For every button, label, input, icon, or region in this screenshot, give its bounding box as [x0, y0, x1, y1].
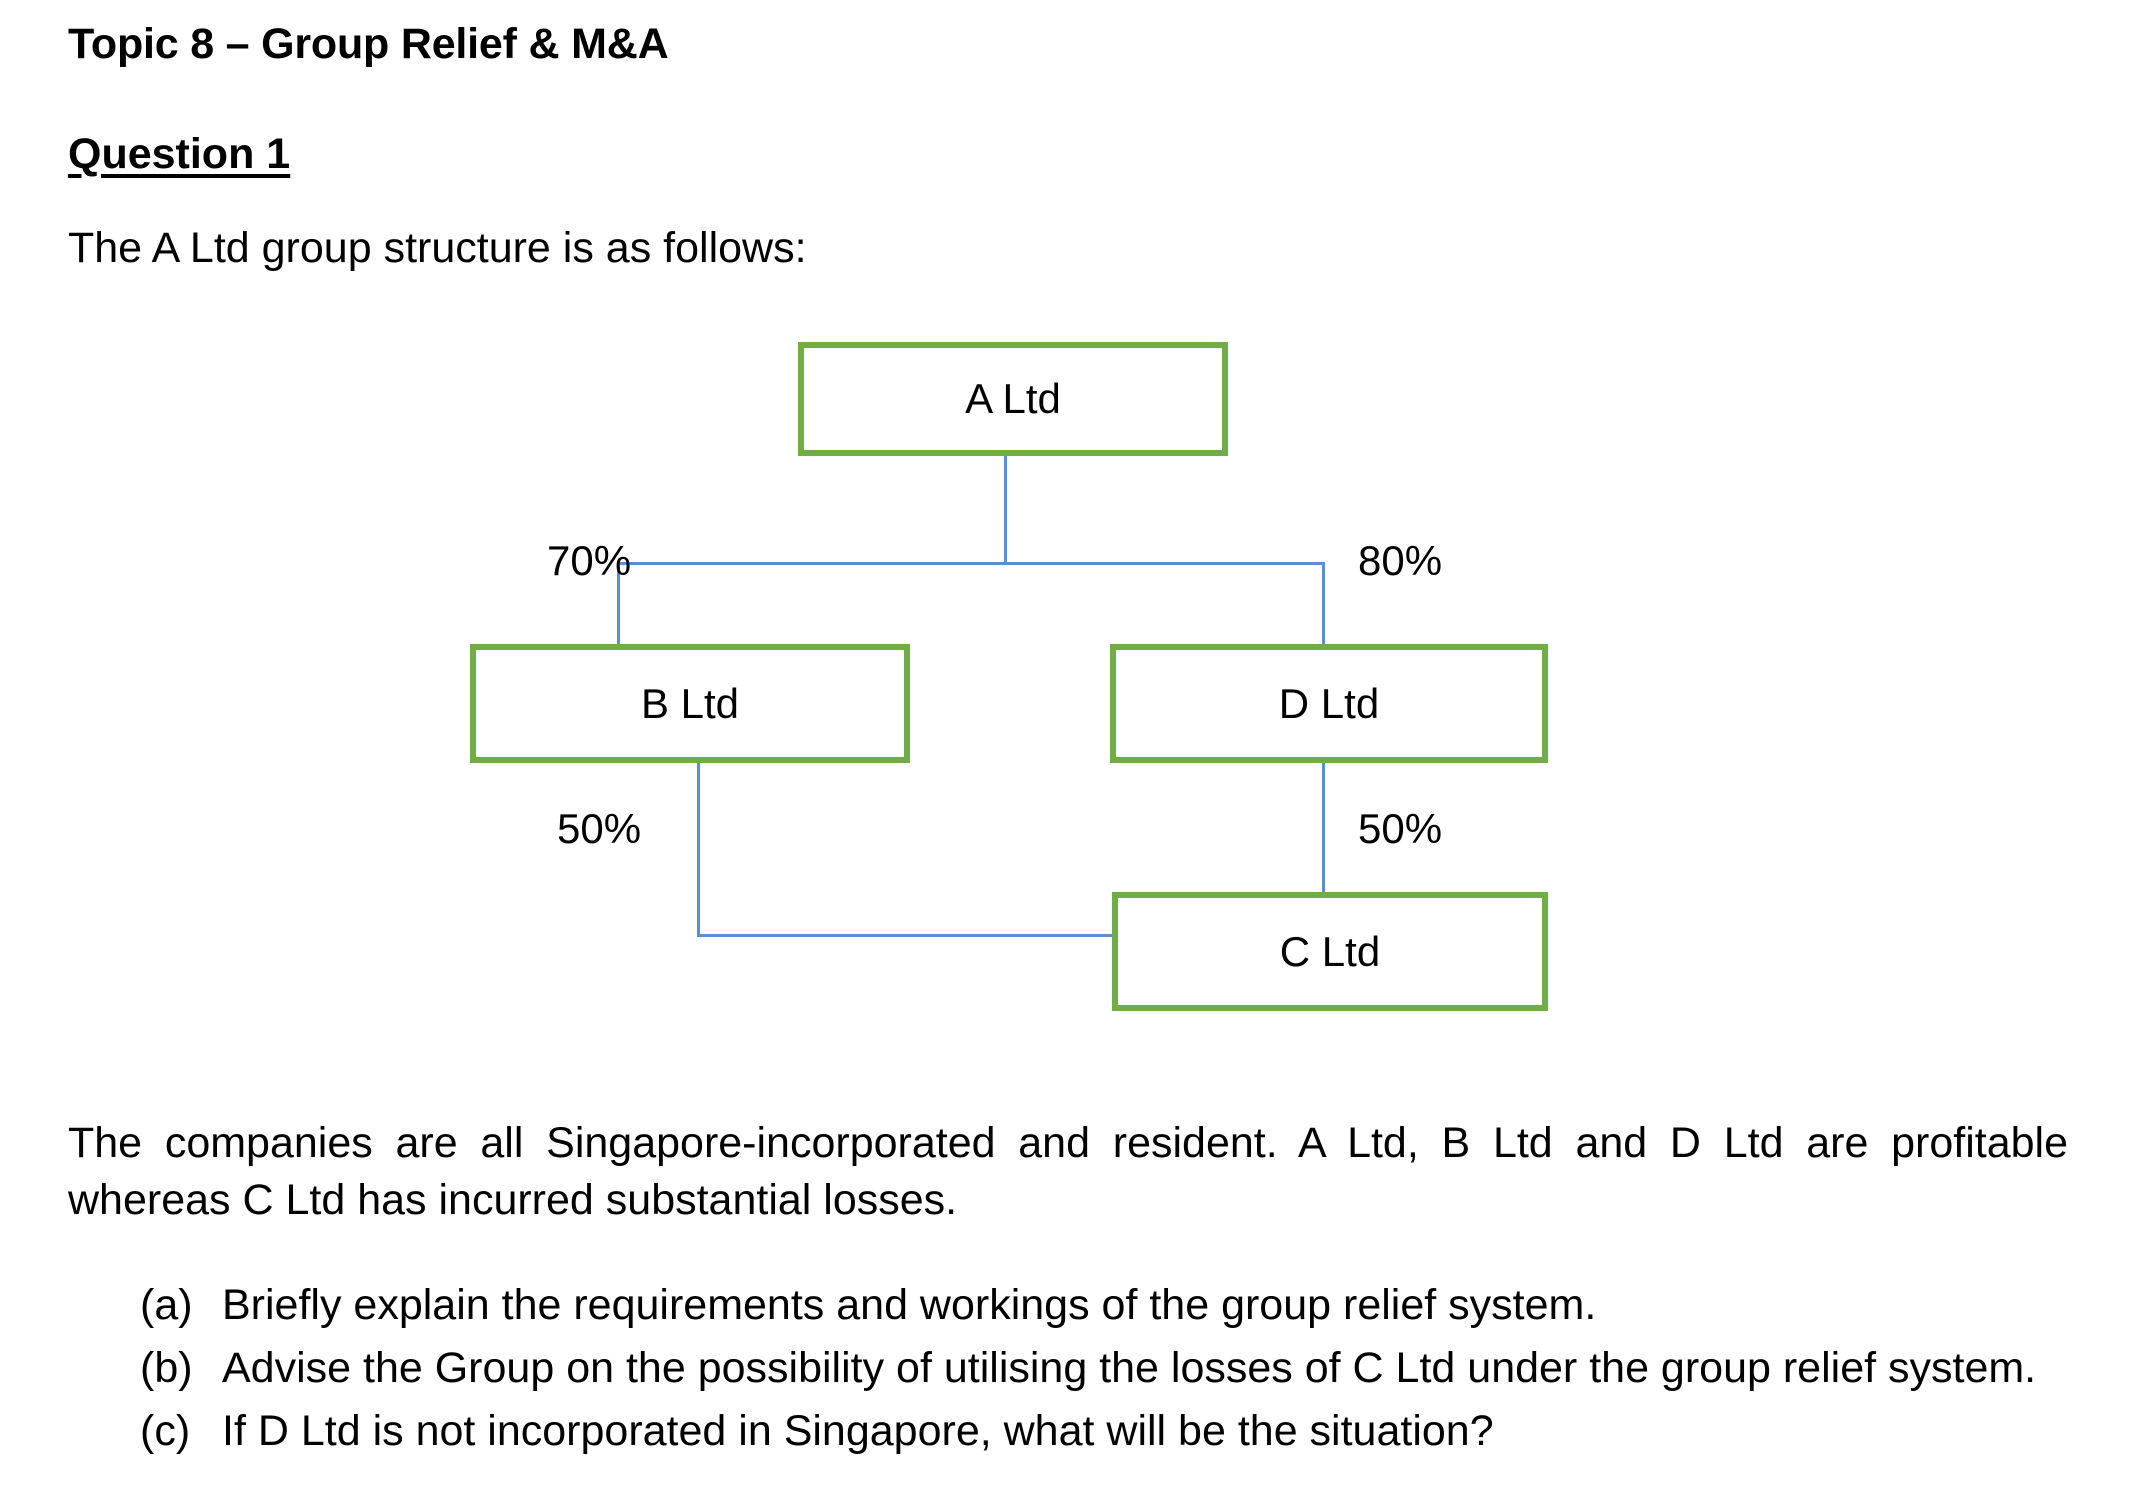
diagram-node-b-ltd: B Ltd [470, 644, 910, 763]
list-item-marker: (c) [140, 1407, 191, 1456]
edge-label-a-to-d: 80% [1358, 537, 1443, 584]
intro-sentence: The A Ltd group structure is as follows: [68, 224, 807, 272]
connector-b-to-c-vertical [697, 763, 700, 937]
group-structure-diagram: 70% 80% 50% 50% A Ltd B Ltd D Ltd C Ltd [0, 300, 2136, 1060]
diagram-node-b-ltd-label: B Ltd [640, 679, 740, 727]
list-item: (c) If D Ltd is not incorporated in Sing… [140, 1409, 2100, 1454]
list-item-text: Advise the Group on the possibility of u… [222, 1344, 2037, 1393]
list-item: (b) Advise the Group on the possibility … [140, 1344, 2100, 1393]
connector-b-to-c-horizontal [697, 934, 1115, 937]
connector-a-bus [617, 562, 1325, 565]
diagram-node-d-ltd: D Ltd [1110, 644, 1548, 763]
page-title: Topic 8 – Group Relief & M&A [68, 20, 669, 68]
diagram-node-d-ltd-label: D Ltd [1278, 679, 1380, 727]
diagram-node-c-ltd: C Ltd [1112, 892, 1548, 1011]
list-item-text: Briefly explain the requirements and wor… [222, 1281, 1597, 1329]
list-item: (a) Briefly explain the requirements and… [140, 1281, 2100, 1329]
edge-label-b-to-c: 50% [557, 805, 642, 852]
question-heading: Question 1 [68, 130, 291, 178]
connector-a-stem [1004, 456, 1007, 563]
connector-d-to-c [1322, 763, 1325, 895]
question-parts-list: (a) Briefly explain the requirements and… [140, 1281, 2100, 1472]
diagram-node-a-ltd-label: A Ltd [965, 375, 1061, 422]
list-item-marker: (a) [140, 1281, 193, 1329]
list-item-marker: (b) [140, 1344, 193, 1393]
edge-label-d-to-c: 50% [1358, 805, 1443, 852]
connector-a-to-d [1322, 562, 1325, 644]
diagram-node-a-ltd: A Ltd [798, 342, 1228, 456]
diagram-node-c-ltd-label: C Ltd [1279, 927, 1381, 975]
body-paragraph: The companies are all Singapore-incorpor… [68, 1119, 2068, 1225]
connector-a-to-b [617, 562, 620, 644]
edge-label-a-to-b: 70% [547, 537, 632, 584]
list-item-text: If D Ltd is not incorporated in Singapor… [222, 1407, 1494, 1456]
